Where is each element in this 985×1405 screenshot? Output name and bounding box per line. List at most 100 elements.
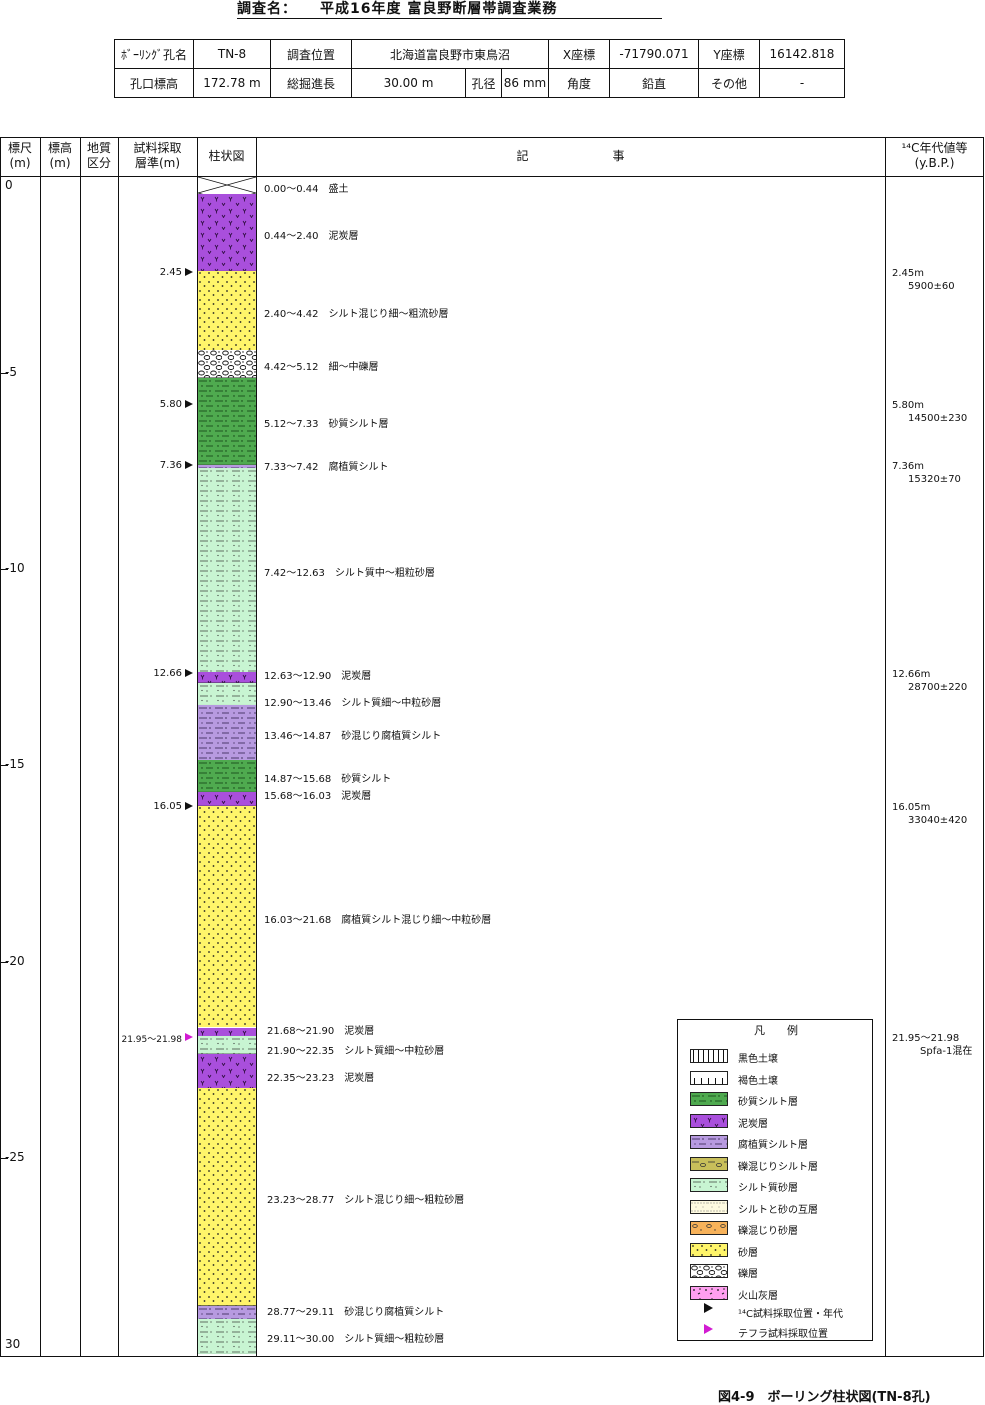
c14-marker	[185, 399, 193, 408]
layer-pattern	[198, 1027, 256, 1037]
info-label-elevation: 孔口標高	[114, 68, 194, 98]
legend-tephra-label: テフラ試料採取位置	[738, 1329, 828, 1340]
layer-siltysand	[198, 683, 256, 706]
layer-peat	[198, 792, 256, 806]
legend-pattern	[691, 1265, 727, 1277]
age-value: 28700±220	[908, 681, 968, 693]
info-label-x: X座標	[548, 39, 610, 69]
log-frame	[0, 137, 984, 1357]
layer-description: 7.33～7.42 腐植質シルト	[264, 462, 389, 474]
legend-label: 礫層	[738, 1269, 758, 1280]
layer-pattern	[198, 1088, 256, 1306]
depth-tick	[0, 373, 8, 375]
layer-sandysilt	[198, 760, 256, 793]
info-value-total-length: 30.00 m	[351, 68, 466, 98]
legend-swatch-alternating	[690, 1199, 728, 1214]
layer-pattern	[198, 792, 256, 806]
legend-label: 砂質シルト層	[738, 1097, 798, 1108]
legend-pattern	[691, 1222, 727, 1234]
layer-description: 29.11～30.00 シルト質細～粗粒砂層	[267, 1334, 445, 1346]
depth-label: 0	[5, 178, 13, 192]
layer-description: 7.42～12.63 シルト質中～粗粒砂層	[264, 568, 435, 580]
layer-peat	[198, 194, 256, 272]
layer-description: 28.77～29.11 砂混じり腐植質シルト	[267, 1307, 445, 1319]
sample-depth-label: 21.95～21.98	[121, 1035, 182, 1046]
layer-sandysilt	[198, 377, 256, 465]
layer-description: 4.42～5.12 細～中礫層	[264, 362, 379, 374]
layer-description: 0.44～2.40 泥炭層	[264, 230, 359, 242]
layer-description: 23.23～28.77 シルト混じり細～粗粒砂層	[267, 1194, 465, 1206]
layer-humic	[198, 1305, 256, 1319]
header-description: 記 事	[516, 149, 625, 163]
layer-pattern	[198, 377, 256, 465]
legend-swatch-gravel	[690, 1264, 728, 1278]
header-divider	[0, 176, 984, 177]
age-value: 14500±230	[908, 412, 968, 424]
column-divider	[197, 137, 198, 1357]
age-value: Spfa-1混在	[920, 1046, 973, 1058]
header-column: 柱状図	[208, 149, 245, 163]
info-row-2: 孔口標高 172.78 m 総掘進長 30.00 m 孔径 86 mm 角度 鉛…	[114, 68, 845, 98]
legend-label: 礫混じり砂層	[738, 1226, 798, 1237]
c14-marker	[185, 460, 193, 469]
legend-pattern	[691, 1093, 727, 1105]
layer-sand	[198, 1088, 256, 1306]
header-geology: 地質 区分	[86, 141, 111, 170]
info-label-other: その他	[698, 68, 760, 98]
layer-pattern	[198, 350, 256, 378]
layer-description: 22.35～23.23 泥炭層	[267, 1073, 375, 1085]
legend-title: 凡 例	[754, 1024, 798, 1037]
layer-description: 21.90～22.35 シルト質細～中粒砂層	[267, 1045, 445, 1057]
layer-siltysand	[198, 1318, 256, 1354]
depth-tick	[0, 765, 8, 767]
legend-label: 砂層	[738, 1247, 758, 1259]
legend-pattern	[691, 1286, 727, 1299]
header-scale: 標尺 (m)	[7, 141, 32, 170]
info-label-angle: 角度	[548, 68, 610, 98]
c14-marker-icon	[704, 1303, 713, 1313]
legend-swatch-humic	[690, 1135, 728, 1149]
age-depth: 5.80m	[892, 399, 925, 411]
layer-pattern	[198, 177, 256, 195]
layer-description: 15.68～16.03 泥炭層	[264, 790, 372, 802]
info-label-borehole: ﾎﾞｰﾘﾝｸﾞ孔名	[114, 39, 194, 69]
layer-pattern	[198, 464, 256, 469]
layer-pattern	[198, 672, 256, 684]
info-label-y: Y座標	[698, 39, 760, 69]
layer-pattern	[198, 1053, 256, 1089]
layer-description: 2.40～4.42 シルト混じり細～粗流砂層	[264, 308, 449, 320]
info-value-y: 16142.818	[759, 39, 845, 69]
layer-description: 13.46～14.87 砂混じり腐植質シルト	[264, 730, 442, 742]
tephra-marker-icon	[704, 1324, 713, 1334]
age-depth: 2.45m	[892, 268, 925, 280]
legend-label: シルト質砂層	[738, 1183, 798, 1194]
layer-fill	[198, 177, 256, 195]
info-value-borehole: TN-8	[193, 39, 271, 69]
info-table: ﾎﾞｰﾘﾝｸﾞ孔名 TN-8 調査位置 北海道富良野市東鳥沼 X座標 -7179…	[114, 39, 845, 98]
depth-tick	[0, 569, 8, 571]
title-underline	[237, 18, 662, 19]
layer-sand	[198, 805, 256, 1028]
info-value-x: -71790.071	[609, 39, 699, 69]
legend-swatch-blacksoil	[690, 1049, 728, 1063]
info-label-location: 調査位置	[270, 39, 352, 69]
column-divider	[885, 137, 886, 1357]
legend-swatch-ash	[690, 1285, 728, 1300]
layer-pattern	[198, 705, 256, 761]
info-value-diameter: 86 mm	[501, 68, 549, 98]
age-depth: 7.36m	[892, 460, 925, 472]
layer-description: 14.87～15.68 砂質シルト	[264, 774, 392, 786]
depth-label: -25	[5, 1149, 25, 1164]
layer-gravel	[198, 350, 256, 378]
header-elevation: 標高 (m)	[47, 141, 72, 170]
legend-swatch-sand	[690, 1242, 728, 1257]
legend-label: 礫混じりシルト層	[738, 1161, 818, 1173]
sample-depth-label: 7.36	[159, 459, 182, 471]
legend-swatch-gravelsand	[690, 1221, 728, 1235]
legend-pattern	[691, 1200, 727, 1213]
age-depth: 12.66m	[892, 668, 931, 680]
sample-depth-label: 12.66	[153, 667, 182, 679]
c14-marker	[185, 801, 193, 810]
legend-swatch-peat	[690, 1113, 728, 1128]
legend-label: 黒色土壌	[738, 1054, 778, 1065]
